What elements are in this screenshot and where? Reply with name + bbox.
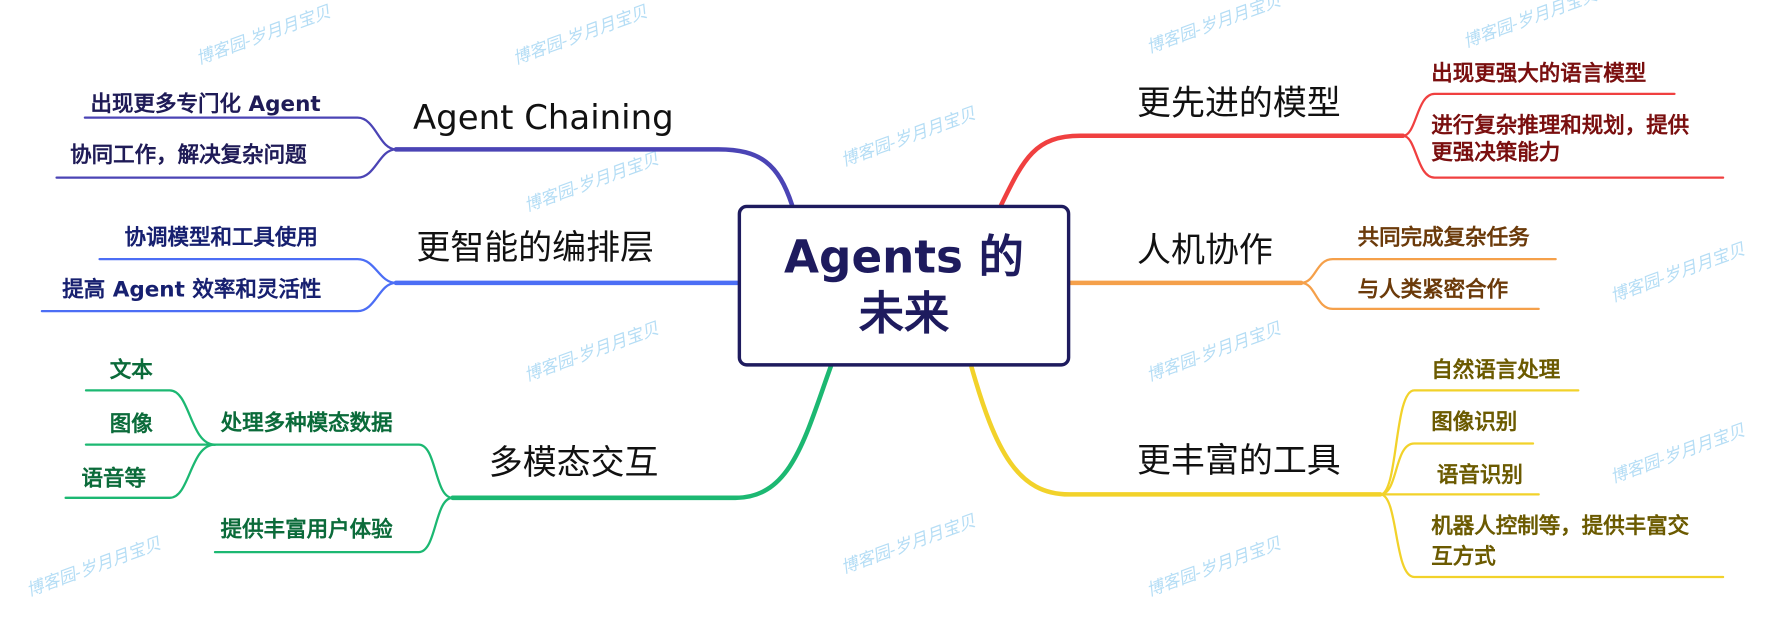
connector bbox=[968, 362, 1383, 497]
branch-tools-lines bbox=[968, 362, 1725, 579]
topic-tools[interactable]: 更丰富的工具 bbox=[1137, 441, 1341, 481]
subtopic[interactable]: 协调模型和工具使用 bbox=[124, 225, 318, 251]
topic-collab[interactable]: 人机协作 bbox=[1137, 230, 1273, 271]
leaf-topic[interactable]: 语音等 bbox=[81, 466, 146, 492]
subtopic[interactable]: 出现更多专门化 Agent bbox=[90, 91, 321, 117]
subtopic[interactable]: 提高 Agent 效率和灵活性 bbox=[62, 277, 322, 303]
connector bbox=[213, 496, 454, 554]
leaf-topic[interactable]: 文本 bbox=[109, 357, 153, 383]
connector bbox=[450, 362, 834, 501]
branch-multimodal-lines bbox=[64, 362, 834, 554]
connector bbox=[1401, 134, 1725, 179]
connector bbox=[83, 116, 398, 151]
connector bbox=[1379, 493, 1725, 579]
branch-orchestration-lines bbox=[40, 257, 740, 313]
connector bbox=[64, 443, 217, 499]
connector bbox=[1379, 442, 1535, 496]
subtopic[interactable]: 与人类紧密合作 bbox=[1357, 277, 1509, 303]
topic-orchestration[interactable]: 更智能的编排层 bbox=[416, 228, 654, 269]
branch-models-lines bbox=[999, 92, 1725, 208]
subtopic[interactable]: 进行复杂推理和规划，提供 bbox=[1431, 113, 1690, 139]
central-topic-label: Agents 的未来 bbox=[784, 231, 1024, 340]
subtopic[interactable]: 图像识别 bbox=[1431, 409, 1518, 435]
branch-chaining-lines bbox=[55, 116, 795, 208]
topic-agent-chaining[interactable]: Agent Chaining bbox=[412, 98, 674, 139]
topic-multimodal[interactable]: 多模态交互 bbox=[488, 443, 659, 484]
subtopic[interactable]: 出现更强大的语言模型 bbox=[1431, 61, 1647, 86]
subtopic[interactable]: 机器人控制等，提供丰富交 bbox=[1431, 513, 1690, 539]
connector bbox=[1299, 257, 1557, 284]
subtopic[interactable]: 提供丰富用户体验 bbox=[220, 517, 393, 542]
subtopic[interactable]: 自然语言处理 bbox=[1431, 357, 1561, 383]
connector bbox=[98, 257, 398, 284]
connector bbox=[40, 281, 398, 313]
subtopic-continued: 更强决策能力 bbox=[1431, 140, 1561, 166]
leaf-topic[interactable]: 图像 bbox=[109, 411, 153, 437]
connector bbox=[1401, 92, 1676, 137]
subtopic-continued: 互方式 bbox=[1431, 544, 1496, 570]
connector bbox=[84, 389, 217, 446]
subtopic[interactable]: 协同工作，解决复杂问题 bbox=[70, 142, 307, 168]
connector bbox=[55, 148, 398, 179]
subtopic[interactable]: 处理多种模态数据 bbox=[220, 410, 393, 436]
branch-collab-lines bbox=[1065, 257, 1557, 311]
connector bbox=[1379, 389, 1580, 496]
connector bbox=[1299, 281, 1540, 311]
topic-models[interactable]: 更先进的模型 bbox=[1137, 83, 1341, 124]
connector bbox=[999, 133, 1406, 208]
subtopic[interactable]: 共同完成复杂任务 bbox=[1357, 225, 1530, 251]
connector bbox=[393, 147, 795, 208]
subtopic[interactable]: 语音识别 bbox=[1436, 462, 1523, 488]
connector bbox=[213, 443, 454, 499]
central-topic[interactable]: Agents 的未来 bbox=[737, 204, 1071, 367]
